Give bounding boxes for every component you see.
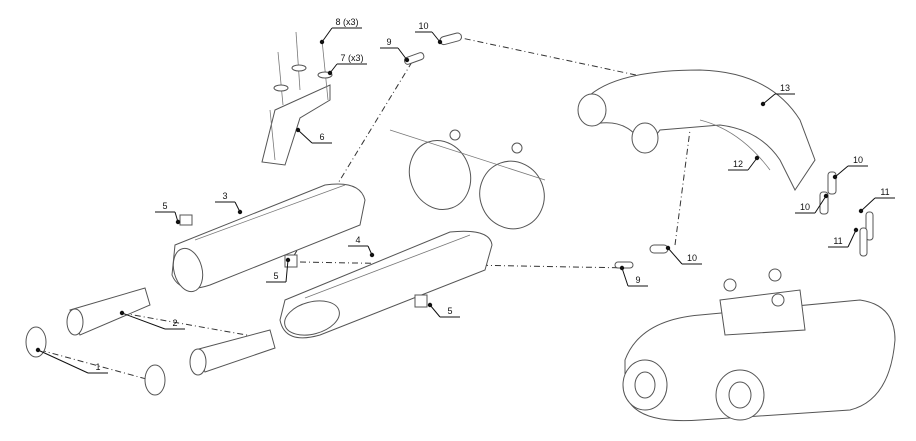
- leader-dot: [285, 257, 291, 263]
- clamp-assembly: [389, 129, 546, 230]
- link-pipe-part-2: [66, 287, 276, 376]
- callout-12: 12: [728, 155, 760, 171]
- leader-line: [380, 47, 408, 61]
- bracket-part-5: [179, 214, 193, 226]
- leader-line: [728, 157, 758, 171]
- silencer-part-3: [171, 183, 366, 293]
- callout-13: 13: [760, 83, 795, 107]
- callout-label: 3: [222, 191, 227, 201]
- silencer-part-4: [279, 230, 493, 339]
- leader-dot: [369, 252, 375, 258]
- leader-dot: [823, 193, 829, 199]
- leader-line: [329, 63, 367, 74]
- leader-line: [429, 304, 460, 318]
- callout-10: 10: [665, 245, 702, 265]
- leader-dot: [665, 245, 671, 251]
- callout-label: 5: [447, 306, 452, 316]
- leader-dot: [295, 127, 301, 133]
- leader-line: [415, 31, 441, 43]
- callout-1: 1: [35, 347, 108, 374]
- leader-line: [762, 93, 795, 105]
- header-pipe-12-13: [577, 69, 816, 191]
- leader-dot: [237, 209, 243, 215]
- leader-dot: [619, 265, 625, 271]
- callout-4: 4: [348, 235, 375, 258]
- callout-label: 12: [733, 159, 743, 169]
- assembled-view: [622, 268, 896, 422]
- spring-part-9: [403, 52, 425, 65]
- leader-line: [321, 27, 362, 43]
- callout-label: 9: [386, 37, 391, 47]
- leader-line: [834, 165, 868, 178]
- callout-5: 5: [266, 257, 291, 283]
- callout-10: 10: [415, 21, 443, 45]
- leader-dot: [437, 39, 443, 45]
- callout-label: 1: [95, 362, 100, 372]
- leader-dot: [175, 219, 181, 225]
- callout-11: 11: [828, 227, 859, 248]
- sleeves-springs-right: [819, 171, 874, 257]
- callout-10: 10: [795, 193, 829, 214]
- callout-label: 6: [319, 132, 324, 142]
- leader-dot: [327, 70, 333, 76]
- callout-9: 9: [380, 37, 410, 63]
- leader-line: [348, 245, 373, 256]
- callout-10: 10: [832, 155, 868, 180]
- leader-dot: [319, 39, 325, 45]
- leader-line: [37, 349, 108, 374]
- leader-line: [297, 129, 332, 144]
- assembly-lines: [39, 35, 691, 381]
- leader-dot: [427, 302, 433, 308]
- callout-6: 6: [295, 127, 332, 144]
- bolt-icon: [291, 31, 307, 91]
- callouts: 8 (x3) 7 (x3) 6 9 10 13 12 10 10 11 11 3 5 4 5 5 2 1 9 10: [35, 17, 895, 374]
- sleeve-part-10: [439, 32, 462, 46]
- callout-label: 9: [635, 275, 640, 285]
- callout-label: 5: [273, 271, 278, 281]
- leader-line: [121, 312, 185, 330]
- callout-7-x3: 7 (x3): [327, 53, 367, 76]
- callout-2: 2: [119, 310, 185, 330]
- bolt-icon: [273, 51, 289, 106]
- leader-dot: [119, 310, 125, 316]
- callout-label: 11: [833, 236, 842, 246]
- leader-dot: [35, 347, 41, 353]
- leader-line: [266, 259, 289, 283]
- callout-8-x3: 8 (x3): [319, 17, 362, 45]
- callout-11: 11: [858, 187, 895, 214]
- leader-dot: [760, 101, 766, 107]
- callout-3: 3: [215, 191, 243, 215]
- leader-dot: [404, 57, 410, 63]
- callout-label: 4: [355, 235, 360, 245]
- callout-label: 5: [162, 201, 167, 211]
- bracket-part-5: [414, 294, 428, 308]
- callout-label: 10: [687, 253, 697, 263]
- leader-line: [155, 211, 179, 223]
- callout-label: 10: [853, 155, 863, 165]
- leader-line: [621, 267, 648, 287]
- leader-line: [215, 201, 241, 213]
- leader-line: [828, 229, 857, 248]
- callout-5: 5: [427, 302, 460, 318]
- callout-label: 13: [780, 83, 790, 93]
- callout-label: 11: [880, 187, 889, 197]
- callout-5: 5: [155, 201, 181, 225]
- callout-9: 9: [619, 265, 648, 287]
- leader-dot: [754, 155, 760, 161]
- leader-line: [795, 195, 827, 214]
- leader-line: [860, 197, 895, 212]
- callout-label: 10: [800, 202, 810, 212]
- leader-dot: [832, 174, 838, 180]
- end-cap-part-1: [25, 326, 166, 396]
- callout-label: 8 (x3): [335, 17, 358, 27]
- leader-dot: [858, 208, 864, 214]
- sleeve-part-10: [649, 244, 669, 254]
- callout-label: 10: [418, 21, 428, 31]
- leader-line: [667, 247, 702, 265]
- leader-dot: [853, 227, 859, 233]
- bracket-part-6: [261, 31, 333, 166]
- callout-label: 7 (x3): [340, 53, 363, 63]
- callout-label: 2: [172, 318, 177, 328]
